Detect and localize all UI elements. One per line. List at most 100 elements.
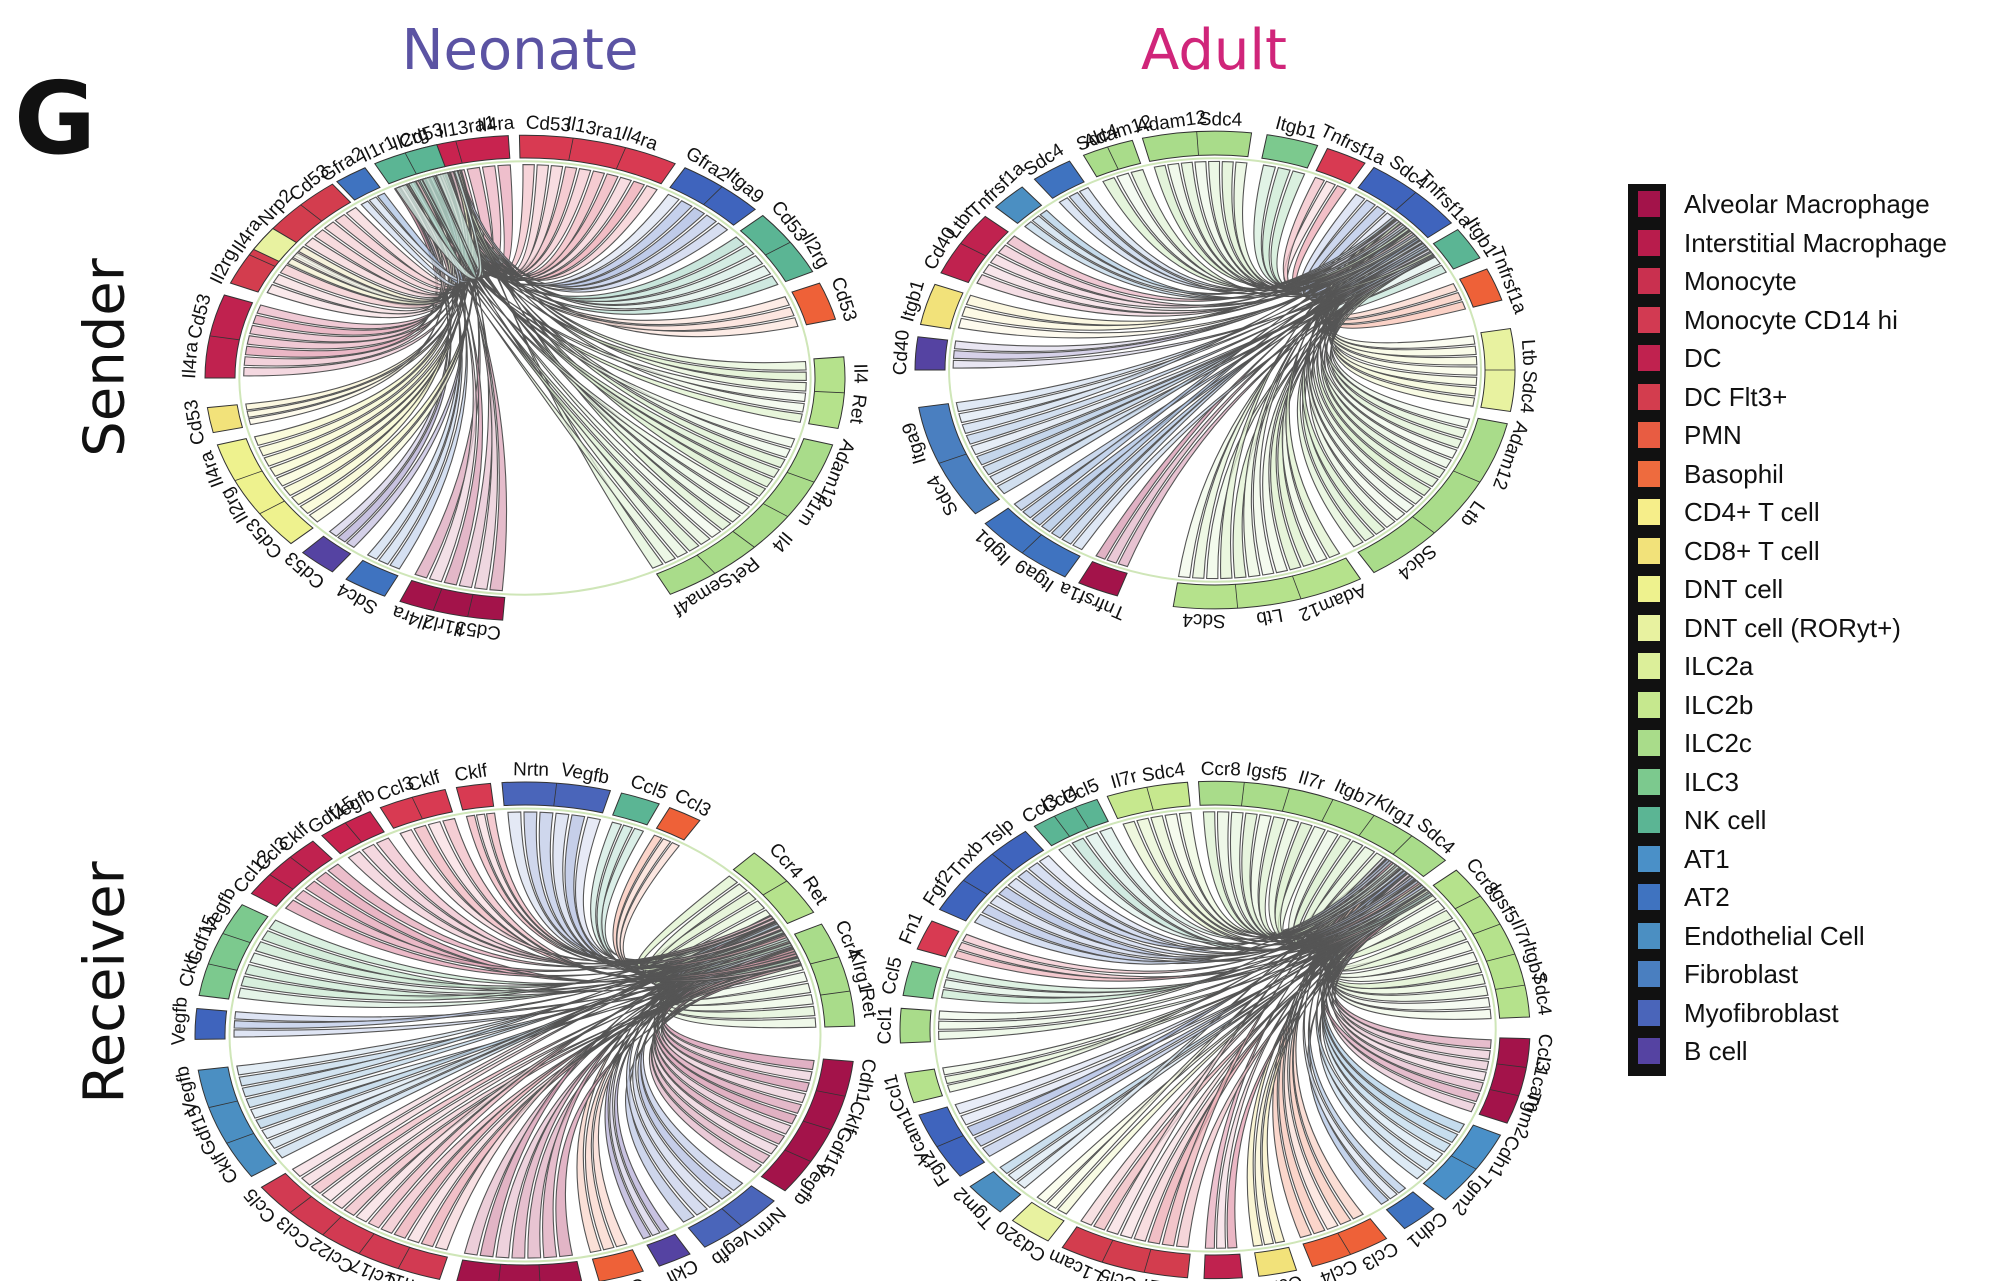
sector-arc <box>919 283 964 330</box>
gene-label: Ccl17 <box>1202 1279 1251 1281</box>
legend-swatch <box>1638 460 1660 487</box>
gene-label: Ltb <box>1517 339 1540 367</box>
gene-label: Nrtn <box>513 759 549 781</box>
chord-ribbon <box>965 242 1426 445</box>
legend-item: Monocyte CD14 hi <box>1628 304 2000 338</box>
legend-label: DNT cell (RORyt+) <box>1684 612 1901 643</box>
sector-divider <box>498 1264 501 1281</box>
legend-label: Basophil <box>1684 458 1784 489</box>
sector-divider <box>1358 815 1375 837</box>
sector-arc <box>1033 160 1085 199</box>
gene-label: Vegfb <box>168 996 192 1046</box>
sector-divider <box>814 391 845 394</box>
sector-divider <box>1292 575 1302 599</box>
gene-label: Sdc4 <box>1182 609 1226 632</box>
sector-divider <box>397 1247 411 1269</box>
ribbon-layer <box>243 164 807 592</box>
sector-arc <box>373 144 446 185</box>
sector-divider <box>269 874 294 890</box>
legend-item: AT2 <box>1628 881 2000 915</box>
legend-label: CD4+ T cell <box>1684 497 1820 527</box>
ribbon-layer <box>937 811 1492 1249</box>
sector-divider <box>411 797 423 820</box>
chord-ribbon <box>1116 172 1418 292</box>
legend-item: Basophil <box>1628 458 2000 492</box>
sector-arc <box>252 227 298 263</box>
legend-label: DC <box>1684 343 1722 373</box>
legend-label: Monocyte <box>1684 266 1797 296</box>
legend-label: ILC2c <box>1684 728 1752 758</box>
gene-label: Sdc4 <box>1515 369 1540 414</box>
legend-label: PMN <box>1684 420 1742 450</box>
gene-label: Ccl3 <box>1531 1033 1555 1073</box>
sector-arc <box>739 214 814 283</box>
legend-label: B cell <box>1684 1036 1748 1066</box>
chord-ribbon <box>393 948 796 1239</box>
sector-divider <box>992 853 1014 872</box>
sector-divider <box>703 186 723 205</box>
chord-ribbon <box>310 941 792 1194</box>
sector-divider <box>467 594 474 617</box>
sector-divider <box>820 990 851 996</box>
legend-swatch <box>1638 576 1660 602</box>
sector-arc <box>732 852 815 925</box>
sector-divider <box>1454 895 1481 910</box>
sector-divider <box>816 1090 846 1097</box>
chord-ribbon <box>465 814 788 969</box>
sector-arc <box>206 404 244 434</box>
chord-ribbon <box>1038 854 1414 950</box>
sector-arc <box>336 167 381 201</box>
sector-divider <box>300 204 322 222</box>
sector-arc <box>918 1106 986 1177</box>
sector-arc <box>1432 228 1481 270</box>
sector-arc <box>940 215 1009 284</box>
sector-divider <box>960 243 987 257</box>
sector-arc <box>1011 1201 1065 1242</box>
sector-arc <box>899 1007 932 1044</box>
sector-divider <box>1074 806 1089 829</box>
legend-label: AT1 <box>1684 843 1730 874</box>
gene-label: Igsf5 <box>1245 759 1289 786</box>
legend-swatch <box>1638 499 1660 525</box>
gene-label: Cd40 <box>890 329 914 376</box>
chord-ribbon <box>1130 168 1434 298</box>
sector-divider <box>1489 1089 1519 1097</box>
legend-label: Alveolar Macrophage <box>1684 189 1930 219</box>
sector-divider <box>1281 788 1290 812</box>
sector-divider <box>1321 799 1334 822</box>
sector-divider <box>290 856 312 874</box>
chord-ribbon <box>982 231 1415 314</box>
sector-arc <box>1078 560 1128 597</box>
legend-label: DNT cell <box>1684 574 1784 604</box>
legend-label: ILC2b <box>1684 689 1754 720</box>
sector-arc <box>591 1249 644 1281</box>
legend-label: Myofibroblast <box>1684 997 1839 1028</box>
sector-divider <box>615 147 627 170</box>
sector-arc <box>455 782 495 811</box>
sector-arc <box>1315 147 1366 185</box>
chord-ribbon <box>1058 843 1401 945</box>
sector-divider <box>1107 146 1119 170</box>
legend-label: ILC2a <box>1684 651 1754 681</box>
sector-divider <box>344 822 362 843</box>
chord-ribbon <box>394 170 483 280</box>
sector-arc <box>1261 134 1319 169</box>
sector-divider <box>208 963 238 971</box>
sector-divider <box>249 254 276 267</box>
legend-item: DC <box>1628 342 2000 376</box>
sector-divider <box>404 152 417 175</box>
gene-label: Ccr8 <box>1201 759 1241 781</box>
sector-divider <box>209 335 240 341</box>
inner-ring <box>238 160 812 596</box>
chord-ribbon <box>1085 831 1432 950</box>
sector-arc <box>918 403 1001 515</box>
legend-swatch <box>1638 191 1660 217</box>
inner-ring <box>948 157 1482 583</box>
chord-ribbon <box>966 870 1408 1137</box>
legend-item: B cell <box>1628 1035 2000 1069</box>
sector-arc <box>1197 780 1447 878</box>
chord-ribbon <box>475 813 783 965</box>
